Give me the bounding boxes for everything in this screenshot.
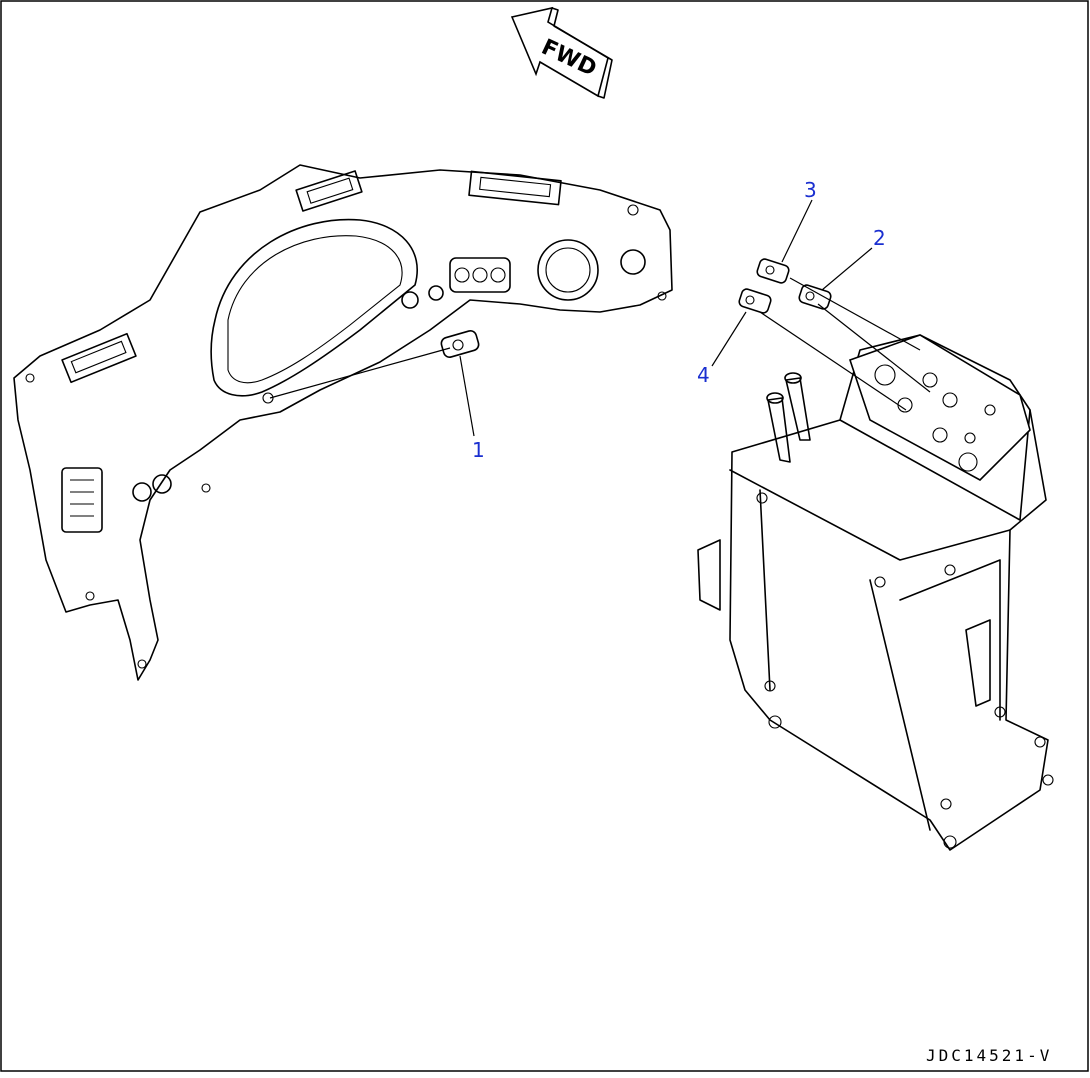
console-assembly — [697, 258, 1054, 851]
part-1-switch — [440, 330, 480, 358]
callout-3: 3 — [804, 178, 817, 202]
drawing-code: JDC14521-V — [926, 1046, 1052, 1065]
part-2-switch — [798, 284, 832, 310]
fwd-arrow-icon: FWD — [510, 6, 613, 99]
callout-1: 1 — [472, 438, 485, 462]
dashboard-assembly — [13, 164, 673, 681]
callout-2: 2 — [873, 226, 886, 250]
part-4-switch — [738, 288, 772, 314]
part-3-switch — [756, 258, 790, 284]
callout-4: 4 — [697, 363, 710, 387]
leader-lines — [269, 199, 931, 437]
